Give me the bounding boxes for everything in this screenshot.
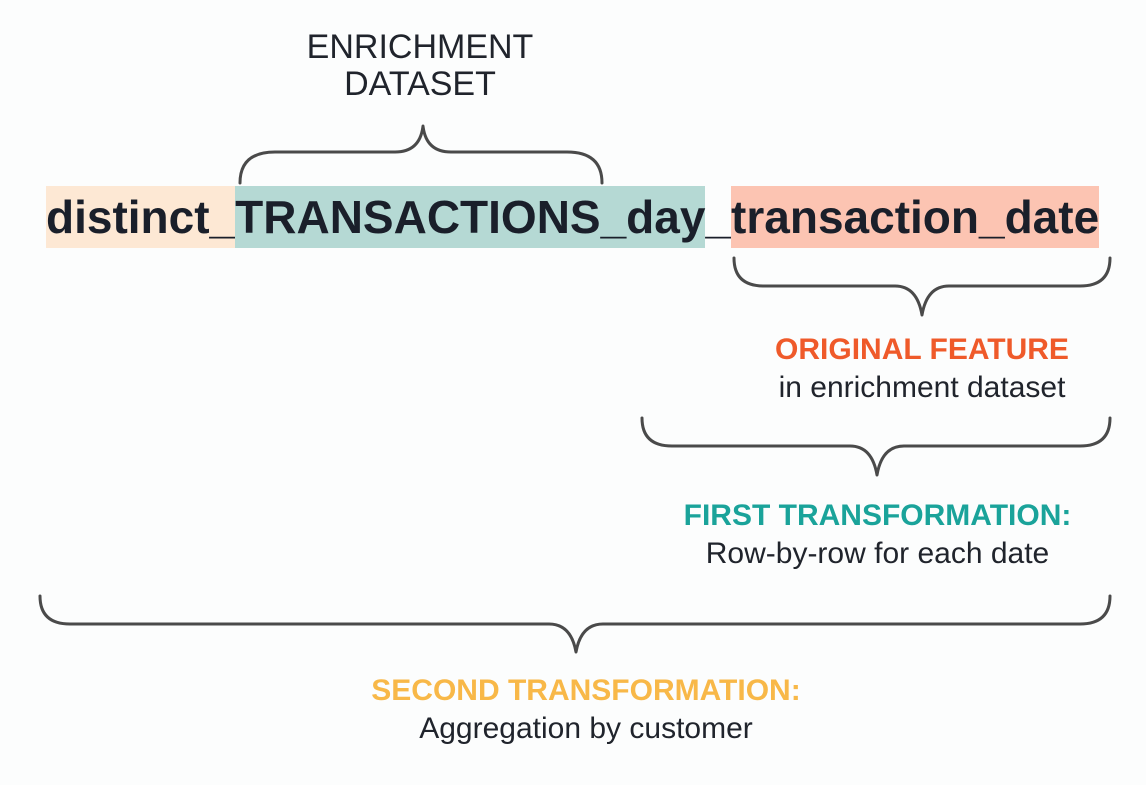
- first-transformation-label: FIRST TRANSFORMATION: Row-by-row for eac…: [640, 497, 1115, 573]
- first-transformation-sub: Row-by-row for each date: [705, 537, 1050, 570]
- second-transformation-sub: Aggregation by customer: [419, 712, 753, 745]
- second-transformation-brace: [38, 594, 1112, 654]
- feature-part-original: transaction_date: [731, 186, 1100, 248]
- enrichment-label-line1: ENRICHMENT: [306, 28, 534, 66]
- first-transformation-heading: FIRST TRANSFORMATION:: [683, 499, 1072, 532]
- original-feature-sub: in enrichment dataset: [778, 371, 1066, 404]
- enrichment-label-line2: DATASET: [344, 65, 496, 103]
- original-feature-brace: [732, 256, 1112, 317]
- original-feature-label: ORIGINAL FEATURE in enrichment dataset: [722, 331, 1122, 407]
- feature-name: distinct_ TRANSACTIONS_day _ transaction…: [46, 186, 1100, 248]
- second-transformation-label: SECOND TRANSFORMATION: Aggregation by cu…: [336, 672, 836, 748]
- feature-part-prefix: distinct_: [46, 186, 236, 248]
- feature-part-separator: _: [705, 191, 732, 243]
- first-transformation-brace: [640, 416, 1112, 477]
- feature-part-dataset: TRANSACTIONS_day: [235, 186, 706, 248]
- enrichment-dataset-label: ENRICHMENT DATASET: [230, 29, 610, 103]
- enrichment-brace: [238, 124, 604, 185]
- original-feature-heading: ORIGINAL FEATURE: [775, 333, 1069, 366]
- second-transformation-heading: SECOND TRANSFORMATION:: [371, 674, 801, 707]
